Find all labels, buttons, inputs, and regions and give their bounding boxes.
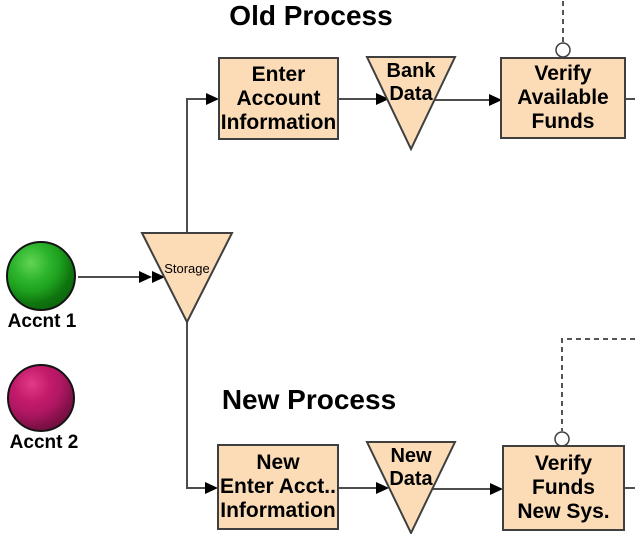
resource-dashed-line-new[interactable] <box>561 338 635 431</box>
connector-storage-to-new-enter[interactable] <box>186 322 206 489</box>
arrowhead-new-data-verify-new <box>490 483 503 495</box>
new-data-triangle[interactable] <box>365 441 457 534</box>
arrowhead-accnt1-storage-front <box>152 271 165 283</box>
storage-triangle-label: Storage <box>164 261 210 276</box>
verify-funds-new-sys-box[interactable]: Verify Funds New Sys. <box>502 445 625 531</box>
new-data-triangle-label: New Data <box>389 445 433 490</box>
entity-accnt1-label: Accnt 1 <box>7 311 77 332</box>
new-enter-acct-information-box[interactable]: New Enter Acct.. Information <box>217 444 339 530</box>
storage-triangle[interactable] <box>140 232 234 325</box>
connector-storage-to-enter-account[interactable] <box>186 98 207 233</box>
entity-accnt2-label: Accnt 2 <box>9 432 79 453</box>
enter-account-information-box[interactable]: Enter Account Information <box>218 57 339 140</box>
verify-available-funds-box[interactable]: Verify Available Funds <box>500 57 626 139</box>
arrowhead-new-enter-new-data <box>376 482 389 494</box>
arrowhead-storage-enter-account <box>206 93 219 105</box>
arrowhead-storage-new-enter <box>205 482 218 494</box>
arrowhead-enter-bank-data <box>376 93 389 105</box>
old-process-title: Old Process <box>229 0 393 31</box>
new-process-title: New Process <box>221 384 397 415</box>
entity-accnt2-sphere[interactable] <box>7 364 75 432</box>
bank-data-triangle-label: Bank Data <box>386 60 436 105</box>
resource-node-old[interactable] <box>555 42 571 58</box>
entity-accnt1-sphere[interactable] <box>6 241 76 311</box>
arrowhead-bank-data-verify <box>489 94 502 106</box>
arrowhead-accnt1-storage-back <box>139 271 152 283</box>
resource-node-new[interactable] <box>554 431 570 447</box>
bank-data-triangle[interactable] <box>365 56 457 152</box>
